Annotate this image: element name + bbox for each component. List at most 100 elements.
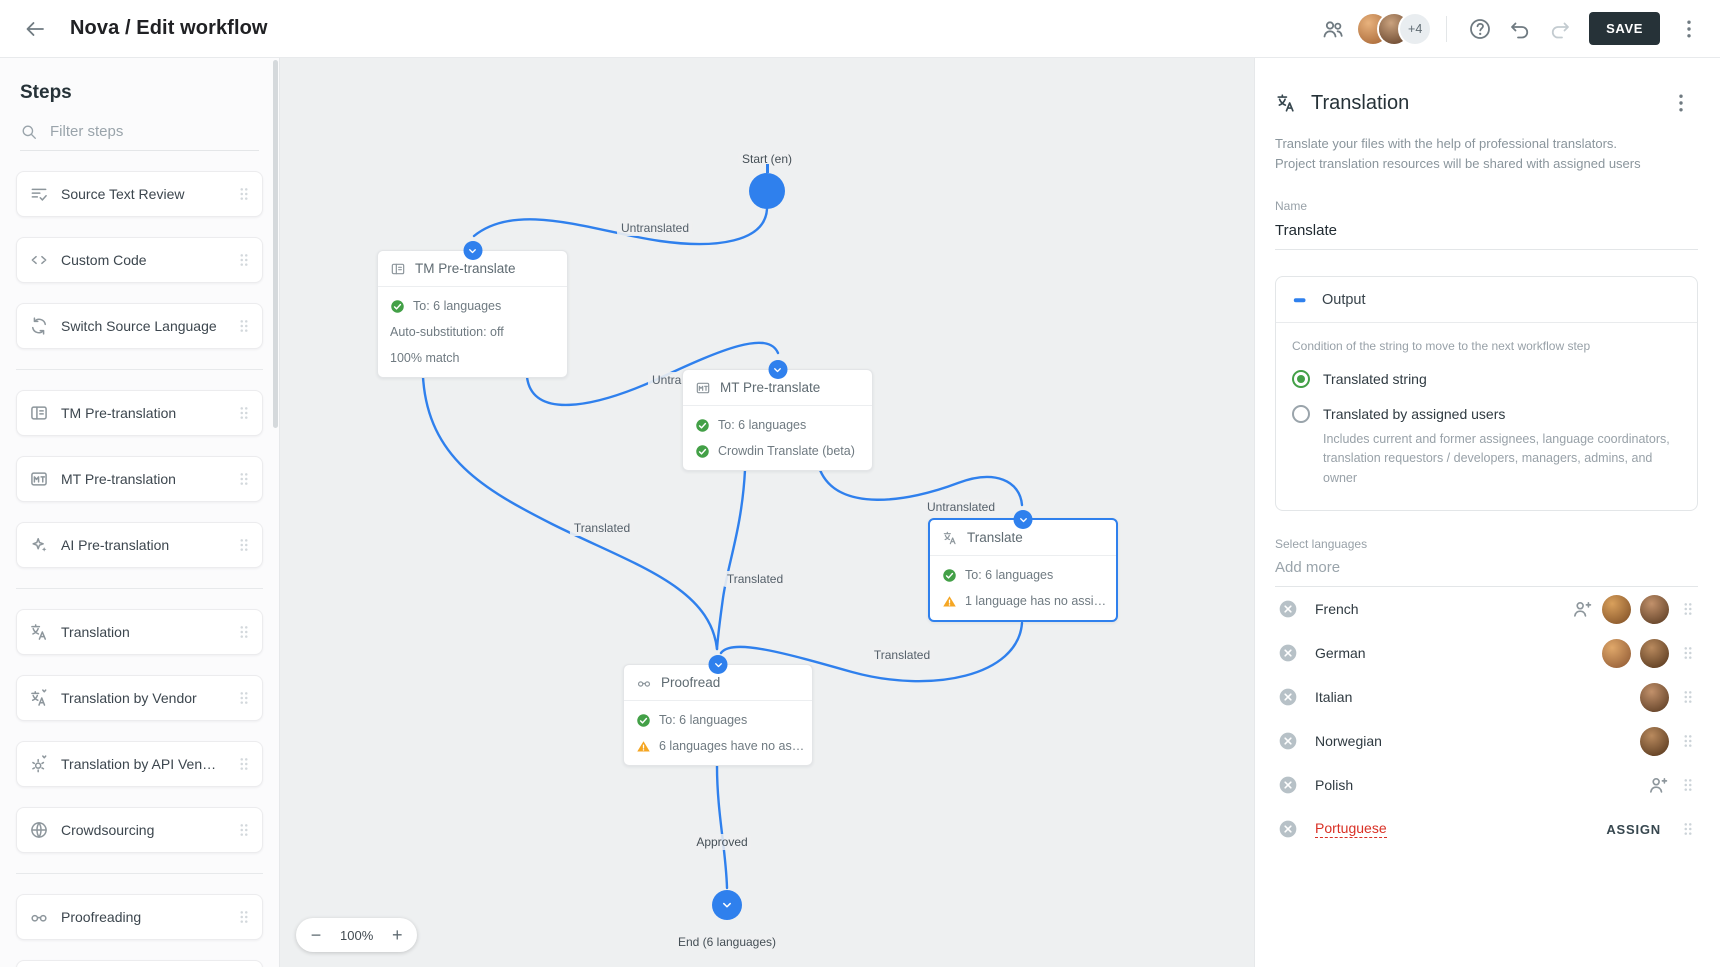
collaborators-button[interactable]: [1316, 12, 1350, 46]
output-title: Output: [1322, 291, 1366, 308]
avatar[interactable]: [1640, 594, 1669, 624]
remove-language-button[interactable]: [1275, 728, 1301, 754]
radio-option-translated-by-assigned-users[interactable]: Translated by assigned users: [1292, 405, 1681, 423]
add-language-field[interactable]: [1275, 551, 1698, 588]
avatar[interactable]: [1602, 594, 1631, 624]
radio-selected[interactable]: [1292, 370, 1310, 388]
remove-language-button[interactable]: [1275, 772, 1301, 798]
sidebar-title: Steps: [20, 82, 72, 103]
panel-description-line: Project translation resources will be sh…: [1275, 155, 1641, 171]
translation-icon: [1275, 92, 1297, 114]
step-card-tm-pretranslation[interactable]: TM Pre-translation: [16, 390, 263, 436]
redo-button[interactable]: [1543, 12, 1577, 46]
drag-handle-icon[interactable]: [1678, 819, 1698, 839]
add-language-input[interactable]: [1275, 551, 1698, 588]
x-circle-icon: [1278, 775, 1298, 795]
panel-header: Translation: [1275, 86, 1698, 120]
help-button[interactable]: [1463, 12, 1497, 46]
drag-handle-icon[interactable]: [234, 403, 254, 423]
drag-handle-icon[interactable]: [234, 688, 254, 708]
step-card-partial[interactable]: [16, 960, 263, 967]
drag-handle-icon[interactable]: [234, 250, 254, 270]
avatar[interactable]: [1640, 638, 1669, 668]
step-card-proofreading[interactable]: Proofreading: [16, 894, 263, 940]
drag-handle-icon[interactable]: [1678, 599, 1698, 619]
node-row-text: 100% match: [390, 351, 460, 365]
radio-unselected[interactable]: [1292, 405, 1310, 423]
zoom-out-button[interactable]: −: [302, 921, 330, 949]
warning-icon: [636, 739, 651, 754]
node-connector[interactable]: [708, 655, 728, 674]
zoom-in-button[interactable]: +: [383, 921, 411, 949]
node-proofread[interactable]: Proofread To: 6 languages 6 languages ha…: [623, 655, 813, 766]
radio-option-translated-string[interactable]: Translated string: [1292, 370, 1681, 388]
drag-handle-icon[interactable]: [234, 469, 254, 489]
assign-user-icon[interactable]: [1647, 774, 1669, 796]
end-node[interactable]: [712, 890, 742, 920]
chevron-down-icon: [1017, 514, 1029, 526]
drag-handle-icon[interactable]: [1678, 687, 1698, 707]
language-row-german: German: [1275, 631, 1698, 675]
assign-button[interactable]: ASSIGN: [1606, 821, 1661, 837]
header-menu-button[interactable]: [1672, 12, 1706, 46]
edge-label: Translated: [869, 647, 935, 663]
step-card-source-text-review[interactable]: Source Text Review: [16, 171, 263, 217]
assign-user-icon[interactable]: [1571, 598, 1593, 620]
step-card-custom-code[interactable]: Custom Code: [16, 237, 263, 283]
node-mt-pretranslate[interactable]: MT Pre-translate To: 6 languages Crowdin…: [682, 360, 873, 471]
node-row-text: To: 6 languages: [413, 299, 502, 313]
filter-steps-field[interactable]: [20, 122, 259, 151]
node-connector[interactable]: [768, 360, 787, 379]
step-card-translation-by-api-vendor[interactable]: Translation by API Ven…: [16, 741, 263, 787]
node-translate[interactable]: Translate To: 6 languages 1 language has…: [928, 510, 1118, 622]
save-button[interactable]: SAVE: [1589, 12, 1660, 45]
panel-menu-button[interactable]: [1664, 86, 1698, 120]
group-divider: [16, 588, 263, 589]
sidebar-scrollbar[interactable]: [273, 60, 278, 428]
drag-handle-icon[interactable]: [1678, 731, 1698, 751]
back-button[interactable]: [18, 12, 52, 46]
drag-handle-icon[interactable]: [234, 535, 254, 555]
avatar-overflow-badge[interactable]: +4: [1400, 13, 1431, 44]
drag-handle-icon[interactable]: [234, 820, 254, 840]
remove-language-button[interactable]: [1275, 684, 1301, 710]
name-input[interactable]: [1275, 215, 1698, 250]
start-node[interactable]: [749, 164, 785, 209]
language-name: Portuguese: [1315, 820, 1387, 839]
avatar[interactable]: [1602, 638, 1631, 668]
language-name: French: [1315, 601, 1359, 618]
step-card-label: Translation: [61, 624, 130, 640]
remove-language-button[interactable]: [1275, 640, 1301, 666]
panel-description-line: Translate your files with the help of pr…: [1275, 136, 1618, 151]
step-card-switch-source-language[interactable]: Switch Source Language: [16, 303, 263, 349]
node-connector[interactable]: [463, 241, 482, 260]
drag-handle-icon[interactable]: [234, 316, 254, 336]
x-circle-icon: [1278, 643, 1298, 663]
step-card-translation[interactable]: Translation: [16, 609, 263, 655]
drag-handle-icon[interactable]: [1678, 643, 1698, 663]
node-connector[interactable]: [1013, 510, 1033, 529]
step-card-label: TM Pre-translation: [61, 405, 177, 421]
remove-language-button[interactable]: [1275, 816, 1301, 842]
language-name: Norwegian: [1315, 733, 1382, 750]
check-circle-icon: [390, 299, 405, 314]
kebab-icon: [1677, 17, 1701, 41]
drag-handle-icon[interactable]: [234, 754, 254, 774]
undo-button[interactable]: [1503, 12, 1537, 46]
avatar[interactable]: [1640, 682, 1669, 712]
drag-handle-icon[interactable]: [1678, 775, 1698, 795]
step-card-mt-pretranslation[interactable]: MT Pre-translation: [16, 456, 263, 502]
filter-steps-input[interactable]: [48, 122, 259, 141]
workflow-canvas[interactable]: Untranslated Untranslated Untranslated T…: [280, 58, 1254, 967]
step-card-crowdsourcing[interactable]: Crowdsourcing: [16, 807, 263, 853]
page-title: Nova / Edit workflow: [70, 17, 268, 39]
step-card-translation-by-vendor[interactable]: Translation by Vendor: [16, 675, 263, 721]
drag-handle-icon[interactable]: [234, 907, 254, 927]
remove-language-button[interactable]: [1275, 596, 1301, 622]
source-text-review-icon: [29, 184, 49, 204]
drag-handle-icon[interactable]: [234, 622, 254, 642]
avatar[interactable]: [1640, 726, 1669, 756]
step-card-ai-pretranslation[interactable]: AI Pre-translation: [16, 522, 263, 568]
drag-handle-icon[interactable]: [234, 184, 254, 204]
node-tm-pretranslate[interactable]: TM Pre-translate To: 6 languages Auto-su…: [377, 241, 568, 378]
